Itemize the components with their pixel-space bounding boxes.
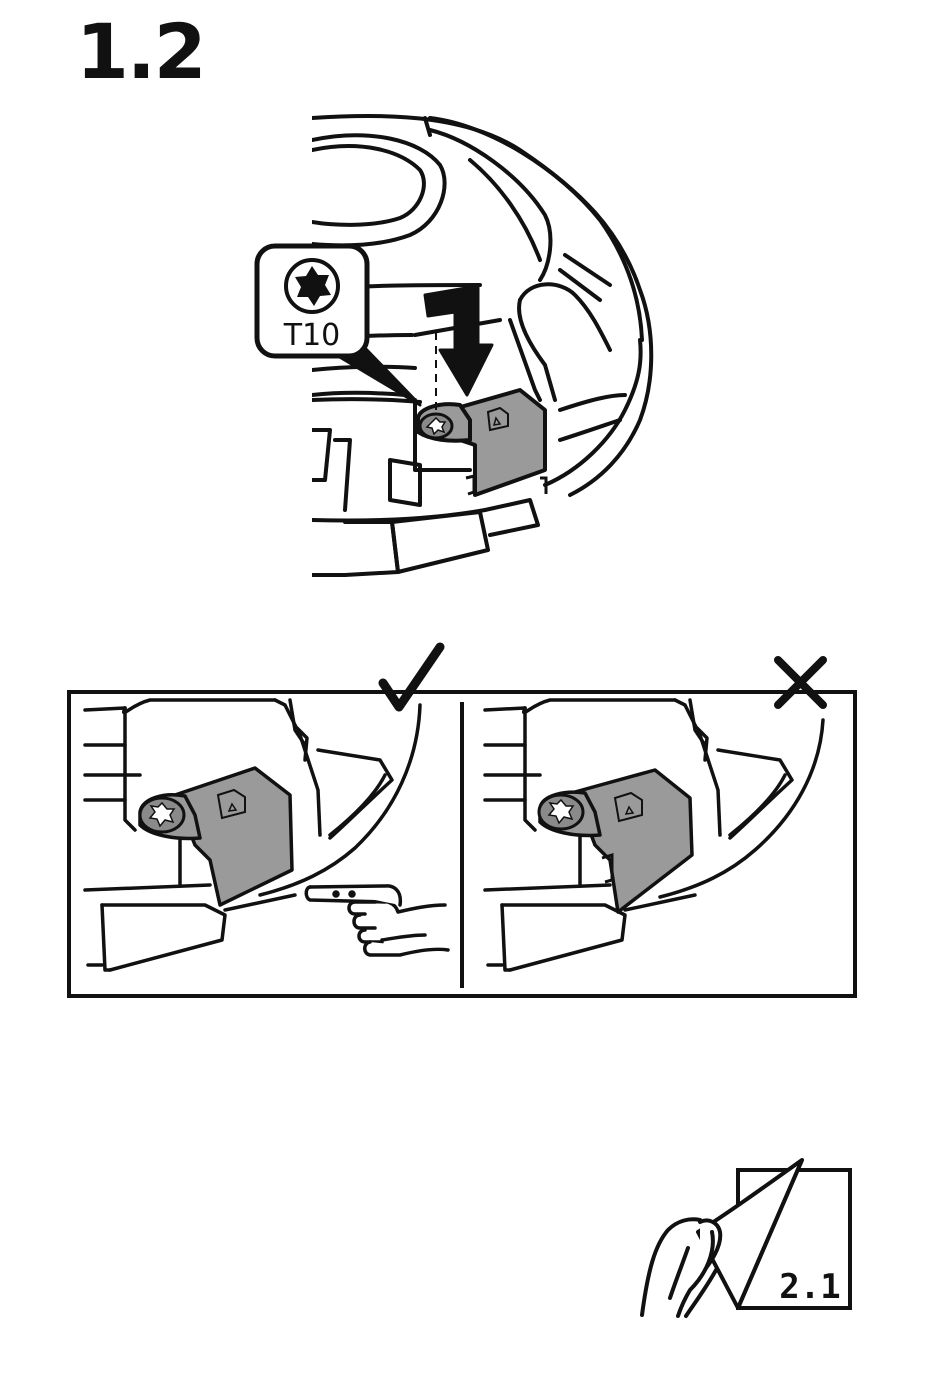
tool-callout: T10	[257, 246, 420, 405]
cross-mark-icon	[778, 660, 823, 705]
incorrect-bracket	[539, 770, 692, 912]
correct-bracket	[140, 768, 292, 905]
torx-screw-icon	[420, 414, 452, 438]
next-step-indicator: 2.1	[642, 1160, 850, 1316]
check-mark-icon	[383, 647, 440, 707]
pointing-hand-icon	[306, 886, 448, 955]
torx-bit-icon	[286, 260, 338, 312]
tool-label: T10	[283, 318, 341, 353]
insert-direction-arrow	[425, 286, 492, 412]
page-turn-icon	[642, 1219, 720, 1316]
next-step-label: 2.1	[779, 1267, 840, 1307]
sd-card-cover-bracket	[418, 390, 546, 495]
